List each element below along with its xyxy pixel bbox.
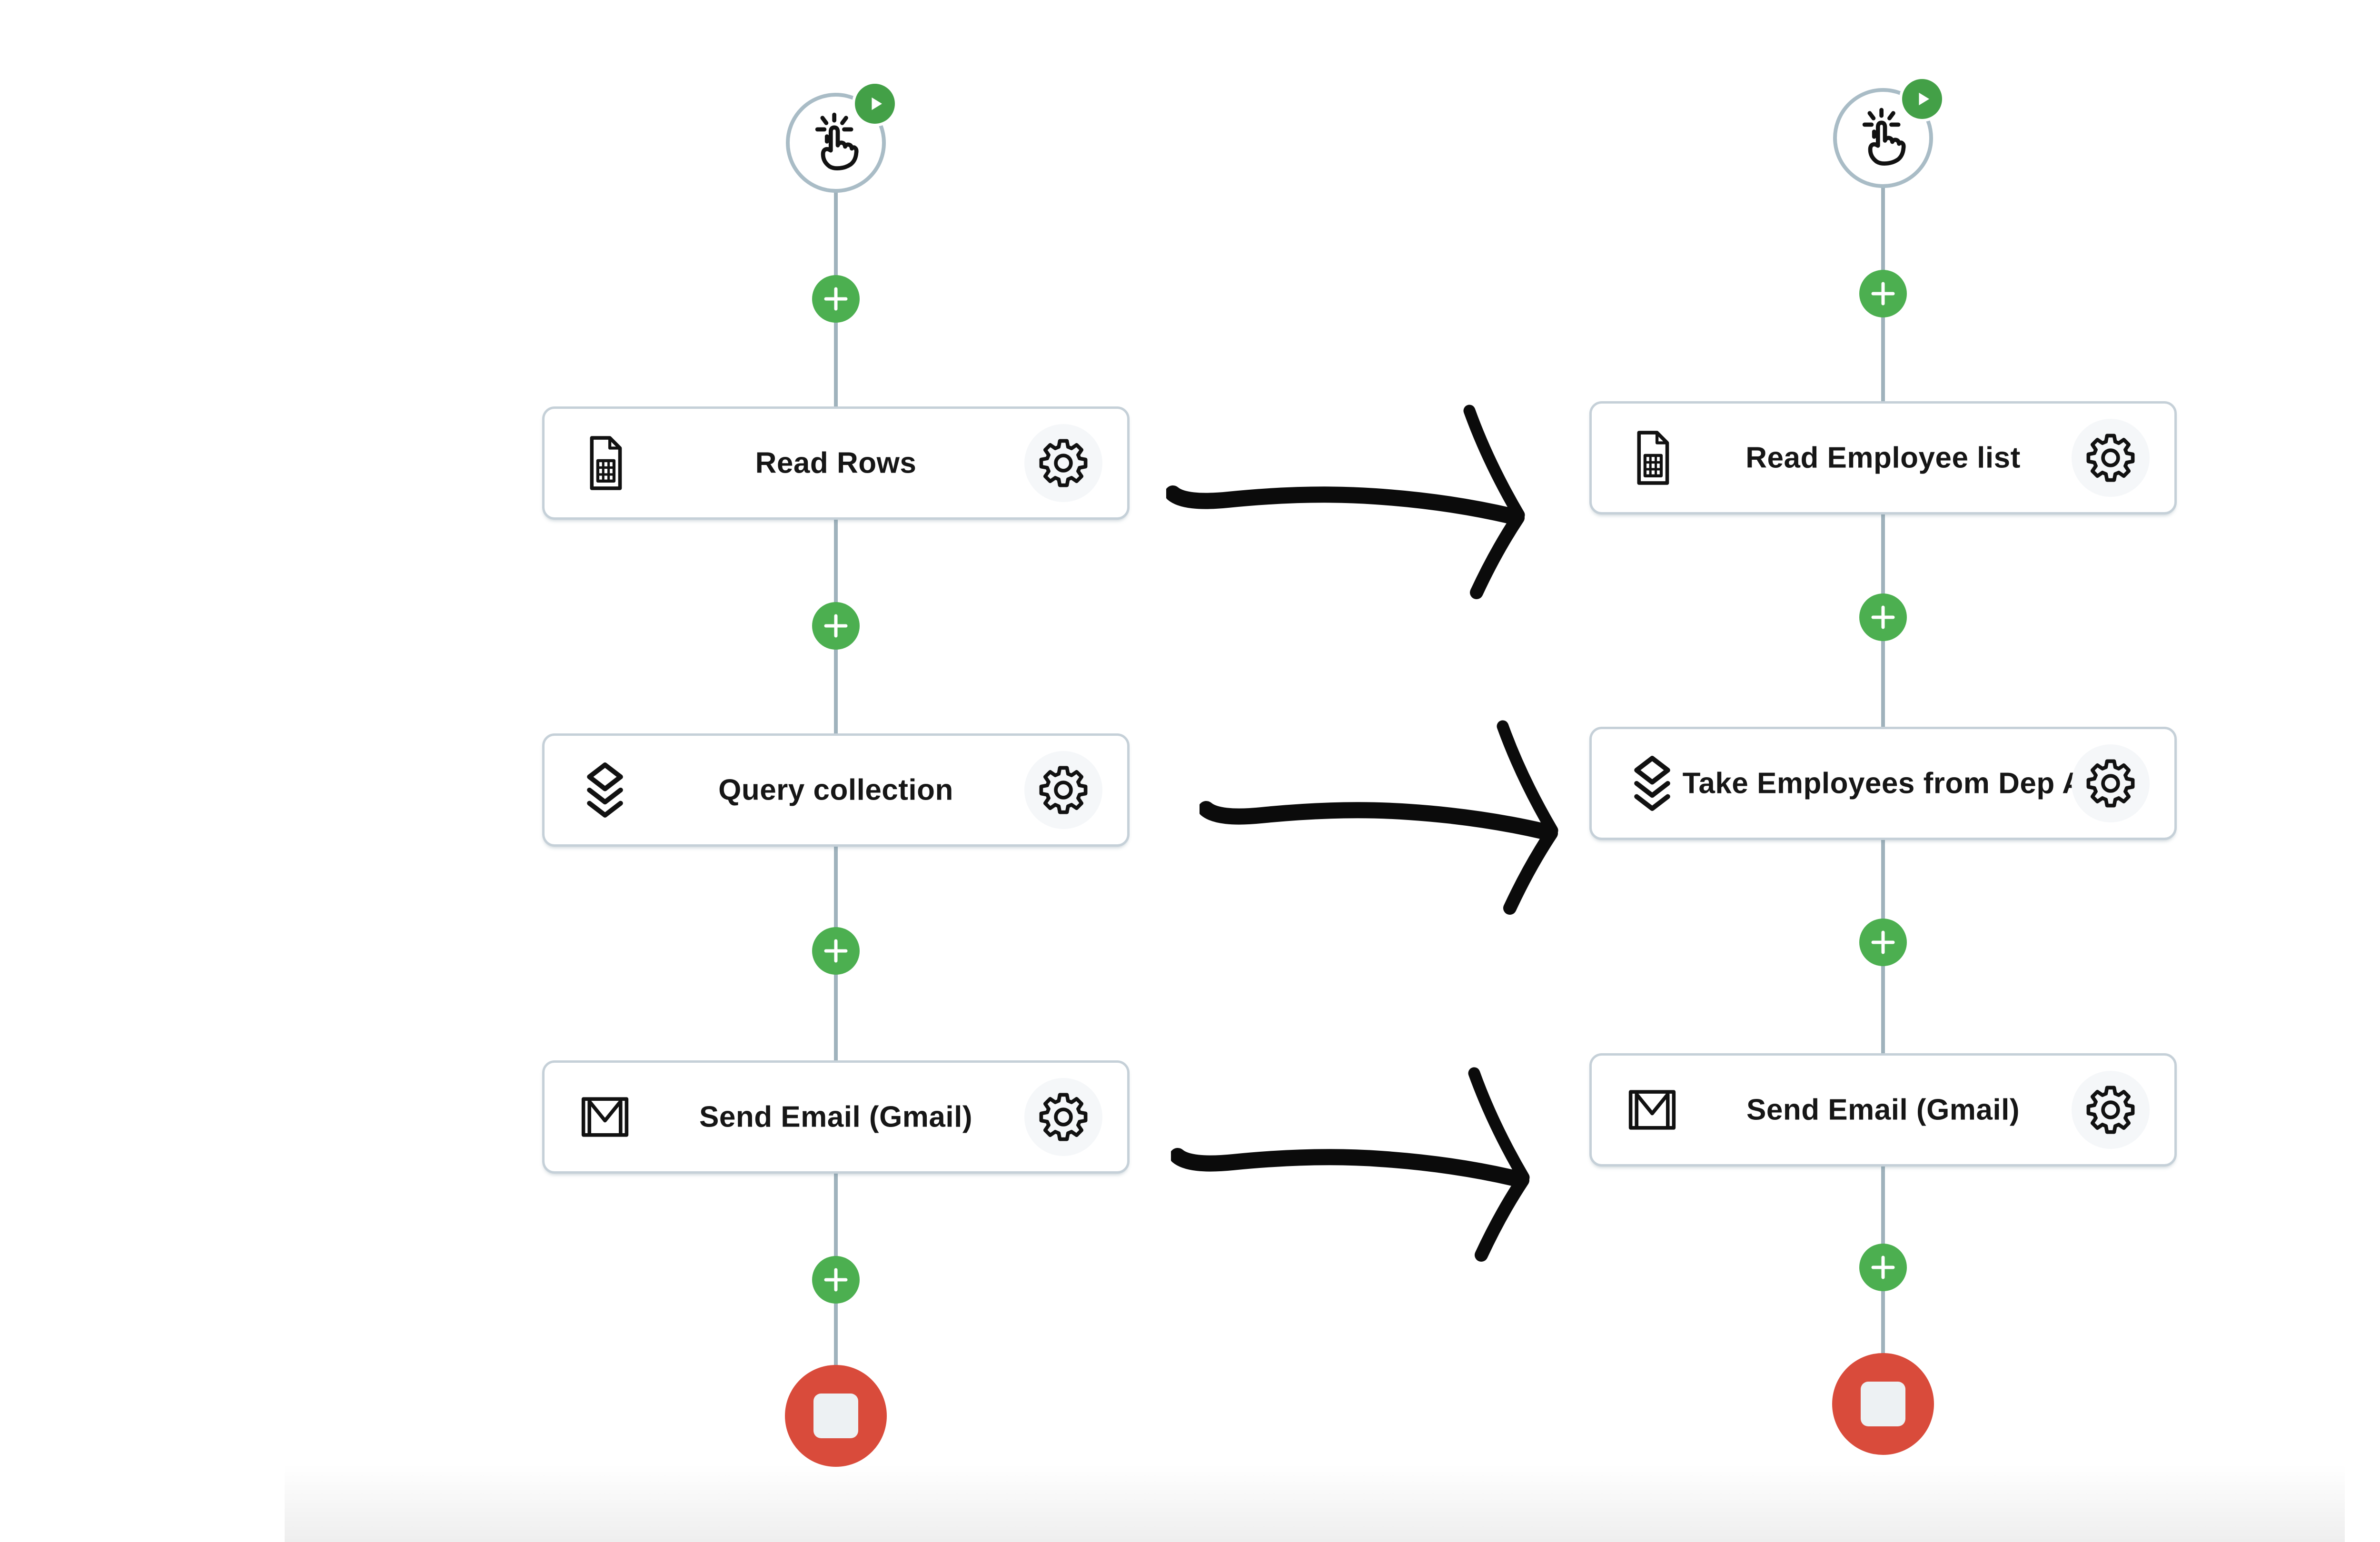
node-card-query-collection[interactable]: Query collection bbox=[542, 733, 1130, 847]
stop-square-icon bbox=[813, 1394, 858, 1438]
gear-halo bbox=[1024, 1078, 1102, 1156]
add-node-button-right-2[interactable] bbox=[1859, 593, 1907, 641]
gear-halo bbox=[2072, 419, 2150, 497]
node-settings-button[interactable] bbox=[1021, 1074, 1106, 1160]
layers-icon bbox=[575, 759, 635, 821]
add-node-button-right-1[interactable] bbox=[1859, 270, 1907, 317]
canvas-bottom-gradient bbox=[285, 1465, 2345, 1542]
node-settings-button[interactable] bbox=[1021, 420, 1106, 506]
node-title: Read Rows bbox=[755, 446, 917, 480]
node-settings-button[interactable] bbox=[1021, 747, 1106, 833]
node-title: Take Employees from Dep A bbox=[1682, 767, 2084, 800]
add-node-button-right-4[interactable] bbox=[1859, 1244, 1907, 1291]
add-node-button-left-1[interactable] bbox=[812, 275, 860, 323]
layers-icon bbox=[1622, 752, 1682, 815]
plus-icon bbox=[1859, 919, 1907, 966]
plus-icon bbox=[1859, 1244, 1907, 1291]
stop-node-left[interactable] bbox=[785, 1365, 887, 1467]
node-settings-button[interactable] bbox=[2068, 741, 2153, 826]
node-title: Read Employee list bbox=[1745, 441, 2021, 474]
node-settings-button[interactable] bbox=[2068, 415, 2153, 501]
node-title: Send Email (Gmail) bbox=[699, 1100, 973, 1134]
gear-halo bbox=[1024, 424, 1102, 502]
gear-icon bbox=[1035, 435, 1091, 491]
node-card-send-email-left[interactable]: Send Email (Gmail) bbox=[542, 1060, 1130, 1174]
gear-icon bbox=[1035, 762, 1091, 818]
run-workflow-badge-right[interactable] bbox=[1899, 76, 1945, 122]
node-settings-button[interactable] bbox=[2068, 1067, 2153, 1153]
node-title: Send Email (Gmail) bbox=[1746, 1093, 2020, 1127]
plus-icon bbox=[812, 275, 860, 323]
gear-halo bbox=[2072, 1071, 2150, 1149]
gear-halo bbox=[1024, 751, 1102, 829]
node-title: Query collection bbox=[718, 773, 953, 807]
add-node-button-left-2[interactable] bbox=[812, 602, 860, 650]
hand-click-icon bbox=[1851, 106, 1915, 170]
spreadsheet-file-icon bbox=[1622, 426, 1682, 489]
gear-icon bbox=[2082, 755, 2139, 811]
stop-node-right[interactable] bbox=[1832, 1353, 1934, 1455]
hand-drawn-arrow-3 bbox=[1171, 1063, 1533, 1267]
add-node-button-left-4[interactable] bbox=[812, 1256, 860, 1304]
gear-icon bbox=[1035, 1089, 1091, 1145]
hand-drawn-arrow-1 bbox=[1166, 400, 1528, 605]
add-node-button-left-3[interactable] bbox=[812, 927, 860, 975]
gmail-envelope-icon bbox=[575, 1086, 635, 1148]
node-card-read-employee-list[interactable]: Read Employee list bbox=[1589, 401, 2177, 514]
gear-icon bbox=[2082, 1082, 2139, 1138]
hand-drawn-arrow-2 bbox=[1200, 716, 1561, 920]
plus-icon bbox=[1859, 593, 1907, 641]
plus-icon bbox=[812, 1256, 860, 1304]
node-card-send-email-right[interactable]: Send Email (Gmail) bbox=[1589, 1053, 2177, 1166]
spreadsheet-file-icon bbox=[575, 432, 635, 494]
play-icon bbox=[1908, 85, 1936, 113]
plus-icon bbox=[1859, 270, 1907, 317]
plus-icon bbox=[812, 927, 860, 975]
play-icon bbox=[861, 89, 889, 118]
node-card-read-rows[interactable]: Read Rows bbox=[542, 406, 1130, 520]
gear-halo bbox=[2072, 744, 2150, 822]
add-node-button-right-3[interactable] bbox=[1859, 919, 1907, 966]
hand-click-icon bbox=[804, 111, 868, 175]
gear-icon bbox=[2082, 430, 2139, 486]
plus-icon bbox=[812, 602, 860, 650]
node-card-take-employees[interactable]: Take Employees from Dep A bbox=[1589, 727, 2177, 840]
run-workflow-badge-left[interactable] bbox=[852, 81, 898, 127]
stop-square-icon bbox=[1861, 1382, 1905, 1426]
gmail-envelope-icon bbox=[1622, 1078, 1682, 1141]
